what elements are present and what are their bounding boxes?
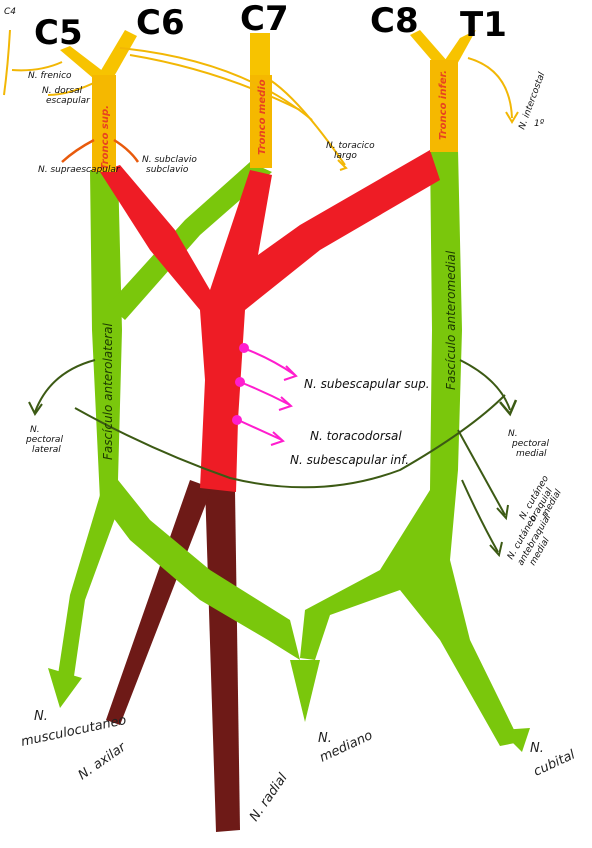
pectoral-lateral-label-1: N. <box>30 425 40 435</box>
pectoral-medial-label-2: pectoral <box>511 439 549 449</box>
pectoral-lateral-label-2: pectoral <box>25 435 63 445</box>
toracodorsal-arrow <box>239 381 291 406</box>
c5-label: C5 <box>34 13 83 53</box>
inferior-trunk-label: Tronco infer. <box>438 70 449 140</box>
toracico-largo-label-1: N. toracico <box>326 141 375 151</box>
ansa-pectoral <box>74 394 506 489</box>
supraescapular-label: N. supraescapular <box>38 165 121 175</box>
pectoral-medial-label-1: N. <box>508 429 518 439</box>
t1-root <box>445 30 476 68</box>
cubital-tip <box>500 728 530 752</box>
dorsal-escapular-label-1: N. dorsal <box>42 86 83 96</box>
mediano-label-1: N. <box>318 731 332 746</box>
lateral-cord-label: Fascículo anterolateral <box>101 322 115 460</box>
toracico-largo-label-2: largo <box>334 151 357 161</box>
c6-root <box>100 30 137 80</box>
supraescapular-branch <box>61 138 95 163</box>
frenico-branch <box>11 61 63 72</box>
axilar-label: N. axilar <box>76 739 130 783</box>
pectoral-lateral-branch <box>34 359 96 413</box>
subclavio-label-1: N. subclavio <box>142 155 197 165</box>
toracico-largo-branch <box>269 79 346 166</box>
subscap-origin-2 <box>235 377 245 387</box>
musculocutaneo-tip <box>48 668 82 708</box>
middle-anterior-division <box>108 162 272 320</box>
intercostal-arrow <box>505 111 519 124</box>
subclavio-label-2: subclavio <box>146 165 189 175</box>
intercostal-label-2: 1º <box>534 119 545 129</box>
frenico-label: N. frenico <box>28 71 72 81</box>
superior-trunk <box>92 75 116 172</box>
axilar-nerve-stem <box>106 480 212 725</box>
posterior-cord <box>100 150 440 492</box>
toracico-arrow <box>337 159 348 171</box>
c6-suprascap-line <box>129 54 301 111</box>
cutaneo-braquial-head <box>496 504 509 521</box>
middle-trunk <box>250 75 272 168</box>
subescapular-inf-head <box>270 431 285 446</box>
radial-label: N. radial <box>247 771 291 825</box>
c7-root <box>250 33 270 80</box>
lateral-cord <box>90 170 300 660</box>
c5-long-line <box>119 47 313 121</box>
superior-trunk-label: Tronco sup. <box>100 105 111 170</box>
subclavio-branch <box>113 138 140 163</box>
c4-branch <box>3 29 11 96</box>
subescapular-sup-arrow <box>242 347 296 376</box>
c6-label: C6 <box>136 3 185 43</box>
pectoral-lateral-label-3: lateral <box>32 445 61 455</box>
cutaneo-antebraquial-branch <box>461 479 499 553</box>
cutaneo-braquial-branch <box>457 429 506 516</box>
subscap-origin-3 <box>232 415 242 425</box>
intercostal-branch <box>467 57 513 119</box>
pectoral-lateral-head <box>28 401 43 416</box>
cutaneo-antebraquial-head <box>489 541 503 558</box>
musculocutaneo-branch <box>56 495 118 690</box>
subscap-origin-1 <box>239 343 249 353</box>
inferior-trunk <box>430 60 458 152</box>
c4-label: C4 <box>4 7 16 17</box>
pectoral-medial-branch <box>459 359 511 411</box>
toracodorsal-head <box>278 396 293 411</box>
dorsal-escapular-branch <box>47 79 101 96</box>
subescapular-sup-head <box>283 365 298 381</box>
medial-cord-label: Fascículo anteromedial <box>444 250 458 390</box>
medial-cord <box>300 150 520 746</box>
cubital-label-1: N. <box>530 741 544 756</box>
c7-label: C7 <box>240 0 289 39</box>
subescapular-inf-arrow <box>237 419 283 441</box>
c8-label: C8 <box>370 1 419 41</box>
radial-nerve-stem <box>205 485 240 832</box>
dorsal-escapular-label-2: escapular <box>46 96 91 106</box>
c5-root <box>60 46 108 84</box>
subescapular-inf-label: N. subescapular inf. <box>290 453 409 467</box>
pectoral-medial-head <box>499 399 518 417</box>
musculocutaneo-label-1: N. <box>34 709 48 724</box>
middle-trunk-label: Tronco medio <box>257 79 268 155</box>
subescapular-sup-label: N. subescapular sup. <box>304 377 430 391</box>
mediano-tip <box>290 660 320 722</box>
pectoral-medial-label-3: medial <box>516 449 547 459</box>
toracodorsal-label: N. toracodorsal <box>310 429 402 443</box>
t1-label: T1 <box>460 5 507 45</box>
